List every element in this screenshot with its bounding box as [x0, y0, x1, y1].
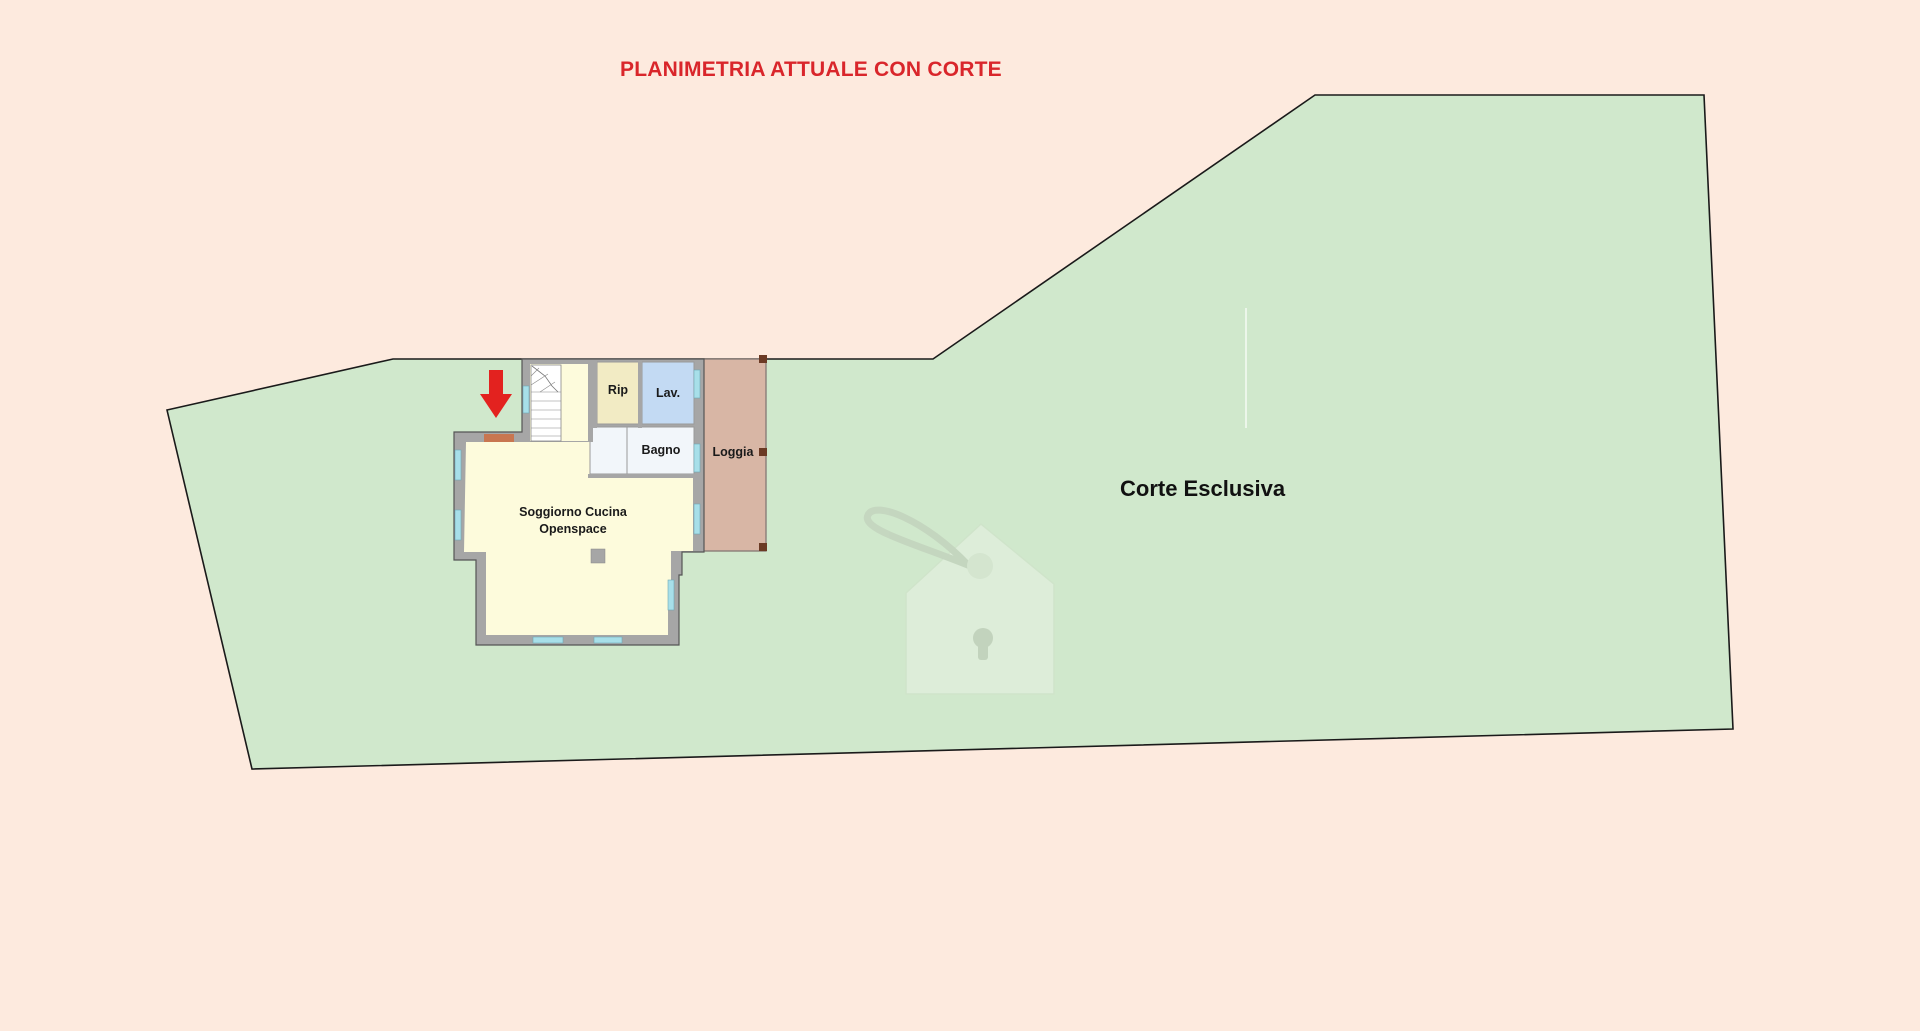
rip-label: Rip: [607, 383, 629, 397]
bagno-label: Bagno: [641, 443, 681, 457]
pillar: [590, 548, 606, 564]
entrance-door: [484, 434, 514, 442]
house-key-watermark-icon: [863, 506, 1055, 695]
lav-label: Lav.: [655, 386, 681, 400]
living-room: [464, 442, 693, 635]
soggiorno-label-line1: Soggiorno Cucina: [519, 505, 627, 519]
loggia-label: Loggia: [712, 445, 754, 459]
rip-room: [596, 361, 640, 425]
garden-label: Corte Esclusiva: [1120, 476, 1286, 501]
bagno-room: [589, 426, 695, 475]
plan-title: PLANIMETRIA ATTUALE CON CORTE: [620, 58, 1002, 81]
lav-room: [641, 361, 695, 425]
staircase: [530, 364, 590, 442]
soggiorno-label-line2: Openspace: [539, 522, 607, 536]
loggia-room: [700, 355, 767, 552]
windows: [454, 369, 701, 644]
red-down-arrow-icon: [480, 370, 512, 418]
